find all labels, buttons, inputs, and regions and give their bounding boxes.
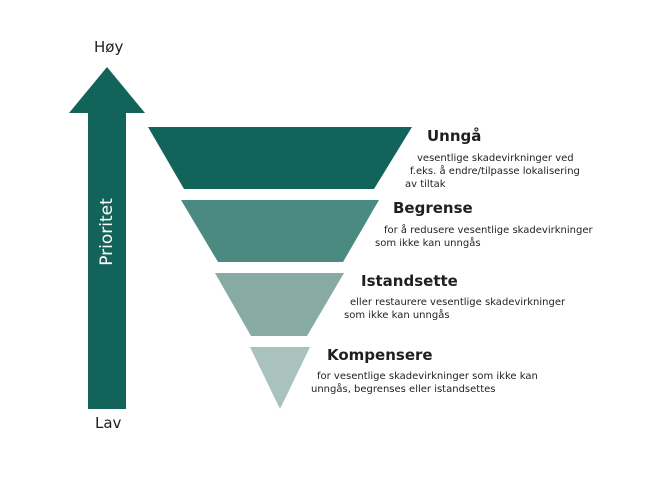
level-unnga-desc-line: vesentlige skadevirkninger ved: [417, 153, 574, 164]
level-kompensere-title: Kompensere: [327, 346, 433, 364]
level-istandsette-shape: [215, 273, 344, 336]
level-unnga-description: vesentlige skadevirkninger ved f.eks. å …: [405, 152, 580, 191]
level-unnga-desc-line: av tiltak: [405, 179, 446, 190]
level-kompensere-desc-line: unngås, begrenses eller istandsettes: [311, 384, 496, 395]
level-begrense-title: Begrense: [393, 199, 473, 217]
level-begrense-desc-line: som ikke kan unngås: [375, 238, 481, 249]
level-unnga-title: Unngå: [427, 127, 482, 145]
level-unnga-shape: [148, 127, 412, 189]
level-begrense-description: for å redusere vesentlige skadevirkninge…: [375, 224, 593, 250]
priority-arrow: [69, 67, 145, 409]
axis-bottom-label: Lav: [95, 414, 122, 432]
level-istandsette-description: eller restaurere vesentlige skadevirknin…: [344, 296, 565, 322]
level-kompensere-description: for vesentlige skadevirkninger som ikke …: [311, 370, 538, 396]
axis-label-prioritet: Prioritet: [97, 198, 117, 266]
level-begrense-desc-line: for å redusere vesentlige skadevirkninge…: [384, 225, 593, 236]
level-istandsette-title: Istandsette: [361, 272, 458, 290]
level-kompensere-shape: [250, 347, 310, 409]
level-istandsette-desc-line: eller restaurere vesentlige skadevirknin…: [350, 297, 566, 308]
level-kompensere-desc-line: for vesentlige skadevirkninger som ikke …: [317, 371, 538, 382]
level-unnga-desc-line: f.eks. å endre/tilpasse lokalisering: [410, 166, 580, 177]
level-begrense-shape: [181, 200, 379, 262]
level-istandsette-desc-line: som ikke kan unngås: [344, 310, 450, 321]
axis-top-label: Høy: [94, 38, 124, 56]
